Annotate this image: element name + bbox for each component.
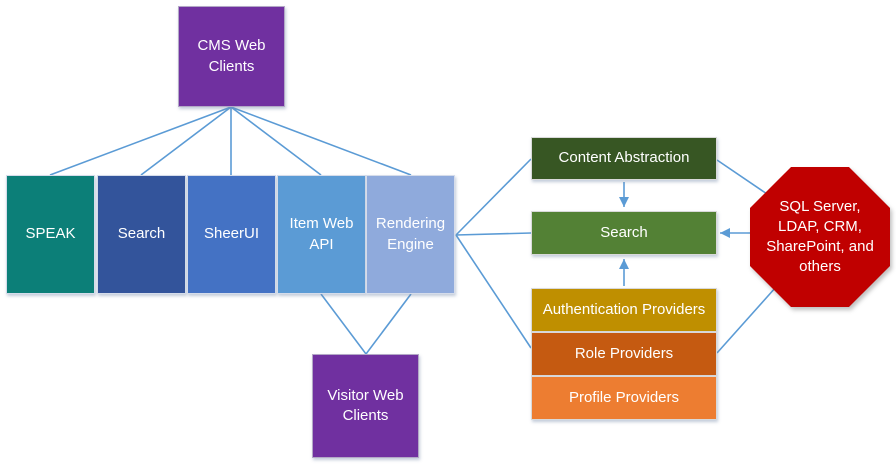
connector-rendering-to-contentabs [455,158,532,236]
connector-itemwebapi-to-visitor [320,293,367,355]
node-visitor-web-clients: Visitor Web Clients [312,354,419,458]
node-search-service: Search [531,211,717,255]
node-visitor-web-clients-label: Visitor Web Clients [327,386,404,424]
node-profile-providers: Profile Providers [531,376,717,420]
connector-cms-to-rendering [230,106,412,176]
node-search-service-label: Search [600,223,648,241]
node-external-systems-wrap: SQL Server, LDAP, CRM, SharePoint, and o… [750,167,890,307]
node-role-providers-label: Role Providers [574,344,674,362]
connector-cms-to-speak [49,106,232,176]
node-item-web-api-label: Item Web API [289,215,354,253]
connector-rendering-to-providers [455,234,532,349]
node-role-providers: Role Providers [531,332,717,376]
connector-cms-to-search [140,106,232,176]
node-rendering-engine: Rendering Engine [366,175,455,294]
node-external-systems-label: SQL Server, LDAP, CRM, SharePoint, and o… [766,197,874,276]
node-sheer-ui-label: SheerUI [203,225,260,243]
node-profile-providers-label: Profile Providers [568,388,680,406]
connector-rendering-to-searchsvc [455,232,532,236]
node-client-search: Search [97,175,186,294]
connector-external-to-contentabs [716,159,771,197]
node-cms-web-clients-label: CMS Web Clients [197,37,266,75]
connector-rendering-to-visitor [365,293,412,355]
node-item-web-api: Item Web API [277,175,366,294]
node-client-search-label: Search [117,225,166,243]
node-cms-web-clients: CMS Web Clients [178,6,285,107]
connector-cms-to-itemwebapi [230,106,322,176]
node-external-systems: SQL Server, LDAP, CRM, SharePoint, and o… [750,167,890,307]
node-authentication-providers: Authentication Providers [531,288,717,332]
node-authentication-providers-label: Authentication Providers [542,300,706,318]
connector-external-to-roleproviders [716,286,777,354]
node-content-abstraction: Content Abstraction [531,137,717,180]
node-speak: SPEAK [6,175,95,294]
node-speak-label: SPEAK [25,225,76,243]
node-sheer-ui: SheerUI [187,175,276,294]
node-content-abstraction-label: Content Abstraction [558,149,690,167]
node-rendering-engine-label: Rendering Engine [375,215,446,253]
